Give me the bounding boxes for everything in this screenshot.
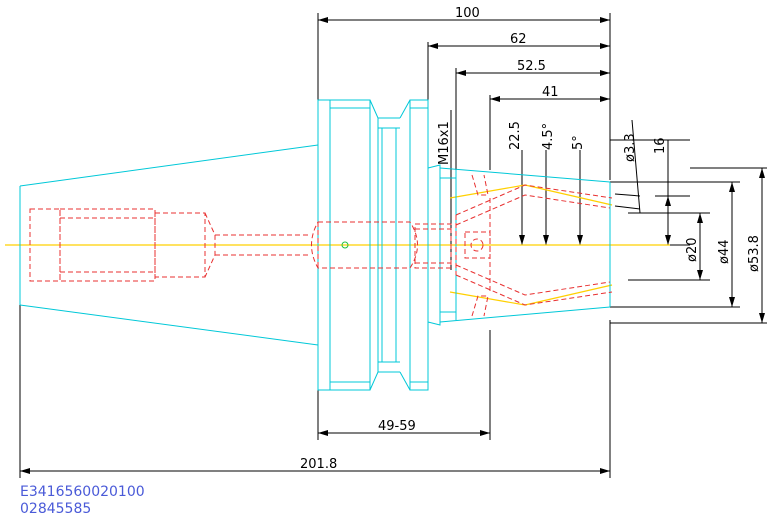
arrowheads xyxy=(20,17,765,474)
dia-53-8-label: ø53.8 xyxy=(747,235,762,272)
dim-100-label: 100 xyxy=(455,6,480,21)
angle-5-label: 5° xyxy=(571,135,586,150)
dim-52-5-label: 52.5 xyxy=(517,59,546,74)
tool-holder-outline xyxy=(19,99,611,391)
dim-62-label: 62 xyxy=(510,32,527,47)
angle-4-5-label: 4.5° xyxy=(541,123,556,150)
dim-49-59-label: 49-59 xyxy=(378,419,416,434)
hidden-lines xyxy=(29,174,613,317)
dia-44-label: ø44 xyxy=(717,240,732,265)
center-line xyxy=(5,184,670,306)
part-code-2: 02845585 xyxy=(20,501,92,517)
center-marker xyxy=(341,241,349,249)
dim-201-8-label: 201.8 xyxy=(300,457,337,472)
dia-3-3-label: ø3.3 xyxy=(623,133,638,162)
dim-41-label: 41 xyxy=(542,85,559,100)
dim-22-5-label: 22.5 xyxy=(508,121,523,150)
part-code-1: E3416560020100 xyxy=(20,484,145,500)
dim-16-label: 16 xyxy=(653,137,668,154)
dia-20-label: ø20 xyxy=(685,238,700,263)
thread-m16x1-label: M16x1 xyxy=(437,121,452,165)
